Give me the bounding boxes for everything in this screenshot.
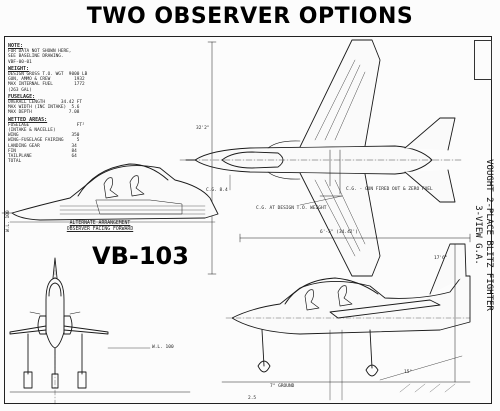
alt-side-view	[1, 163, 219, 223]
front-main-wheels	[23, 333, 87, 389]
side-view	[221, 233, 471, 401]
fuselage-line: MAX WIDTH (INC INTAKE) 5.6	[8, 105, 80, 111]
alt-label-line-2: OBSERVER FACING FORWARD	[66, 227, 134, 232]
side-fin	[429, 243, 467, 295]
title-strip-line-2: 3-VIEW G.A.	[473, 205, 483, 265]
wetted-line: WING-FUSELAGE FAIRING 5	[8, 138, 80, 144]
alt-observer-figure	[129, 175, 145, 197]
cg-label: C.G. 8.4	[206, 188, 228, 193]
weight-line: (263 GAL)	[8, 87, 32, 93]
front-tailplane	[29, 311, 81, 315]
front-fin	[52, 257, 58, 279]
alt-hatching	[59, 205, 206, 215]
weight-line: DESIGN GROSS T.O. WGT 9000 LB	[8, 72, 88, 78]
span-dimension-text: 32'2"	[196, 126, 210, 131]
side-observer-figure	[337, 285, 353, 307]
note-line: FOR DATA NOT SHOWN HERE,	[8, 49, 72, 55]
wetted-line: LANDING GEAR 34	[8, 143, 77, 149]
fuselage-header: FUSELAGE:	[8, 93, 36, 100]
fuselage-line: OVERALL LENGTH 34.42 FT	[8, 100, 83, 106]
plan-cg-marks	[319, 149, 343, 197]
span-dimension-line	[207, 41, 217, 275]
sheet-heading: TWO OBSERVER OPTIONS	[86, 4, 414, 29]
front-wing-left	[9, 325, 47, 335]
plan-wing-lower	[299, 172, 381, 277]
alt-canopy	[77, 163, 169, 197]
alt-fuselage	[11, 165, 219, 221]
alt-pilot-figure	[103, 177, 119, 199]
length-dimension-text: 6'-5" (34.42')	[320, 230, 358, 235]
plan-wing-detail	[314, 59, 366, 257]
weight-line: GUN, AMMO & CREW 1932	[8, 77, 85, 83]
alt-label-line-1: ALTERNATE ARRANGEMENT	[69, 221, 131, 226]
side-wing	[329, 299, 441, 319]
front-view	[9, 257, 191, 405]
title-strip-text: VOUGHT 2-PLACE BLITZ FIGHTER 3-VIEW G.A.	[472, 159, 494, 311]
side-main-gear	[365, 329, 379, 377]
plan-intakes	[267, 140, 301, 180]
height-dimension-text: 17'6"	[434, 256, 448, 261]
front-canopy	[48, 282, 62, 297]
length-dimension-line	[239, 233, 471, 243]
title-block-box	[474, 40, 492, 80]
note-line: VBF-00-01	[8, 59, 32, 65]
gun-note-label: C.G. - GUN FIRED OUT & ZERO FUEL	[346, 187, 433, 192]
front-intakes	[37, 315, 73, 335]
small-dimension-text: 2.5	[248, 396, 257, 401]
plan-view	[179, 39, 463, 277]
front-fuselage	[45, 277, 65, 349]
side-canopy	[284, 277, 379, 305]
wetted-line: (INTAKE & NACELLE)	[8, 128, 56, 134]
cg-design-label: C.G. AT DESIGN T.O. WEIGHT	[256, 206, 327, 211]
tail-angle-line	[379, 355, 463, 381]
left-margin-mark: W.L. 100	[6, 210, 11, 232]
wetted-header: WETTED AREAS:	[8, 116, 48, 123]
side-fuselage	[231, 275, 471, 335]
note-header: NOTE:	[8, 43, 24, 49]
waterline-label: W.L. 100	[152, 345, 174, 350]
alt-intake	[95, 199, 183, 215]
notes-block: NOTE: FOR DATA NOT SHOWN HERE, SEE BASEL…	[8, 42, 110, 164]
weight-line: MAX INTERNAL FUEL 1772	[8, 82, 85, 88]
title-strip-line-1: VOUGHT 2-PLACE BLITZ FIGHTER	[484, 159, 494, 311]
wetted-line: WING 350	[8, 133, 80, 139]
plan-wing-upper	[299, 39, 381, 148]
fuselage-line: MAX DEPTH 7.08	[8, 110, 80, 116]
tail-angle-label: 15°	[404, 370, 413, 375]
plan-tailplane-lower	[404, 169, 456, 203]
title-strip: VOUGHT 2-PLACE BLITZ FIGHTER 3-VIEW G.A.	[468, 150, 498, 320]
plan-tailplane-upper	[404, 117, 456, 151]
wetted-line: TAILPLANE 64	[8, 154, 77, 160]
ground-angle-label: 7° GROUND	[270, 384, 295, 389]
wetted-line: FIN 84	[8, 148, 77, 154]
wetted-line: TOTAL	[8, 159, 22, 165]
front-nose-wheel	[51, 347, 59, 389]
side-pilot-figure	[304, 289, 320, 311]
alternate-arrangement-label: ALTERNATE ARRANGEMENT OBSERVER FACING FO…	[40, 221, 160, 233]
three-view-drawing	[1, 39, 471, 405]
side-cg-lines	[329, 329, 343, 401]
note-line: SEE BASELINE DRAWING.	[8, 54, 64, 60]
wetted-line: FUSELAGE FT²	[8, 122, 85, 128]
side-nose-gear	[257, 329, 271, 373]
model-designation: VB-103	[92, 242, 189, 270]
plan-leader-lines	[229, 174, 343, 206]
front-wing-right	[63, 325, 109, 335]
ground-hatching	[399, 383, 456, 393]
weight-header: WEIGHT:	[8, 65, 30, 72]
